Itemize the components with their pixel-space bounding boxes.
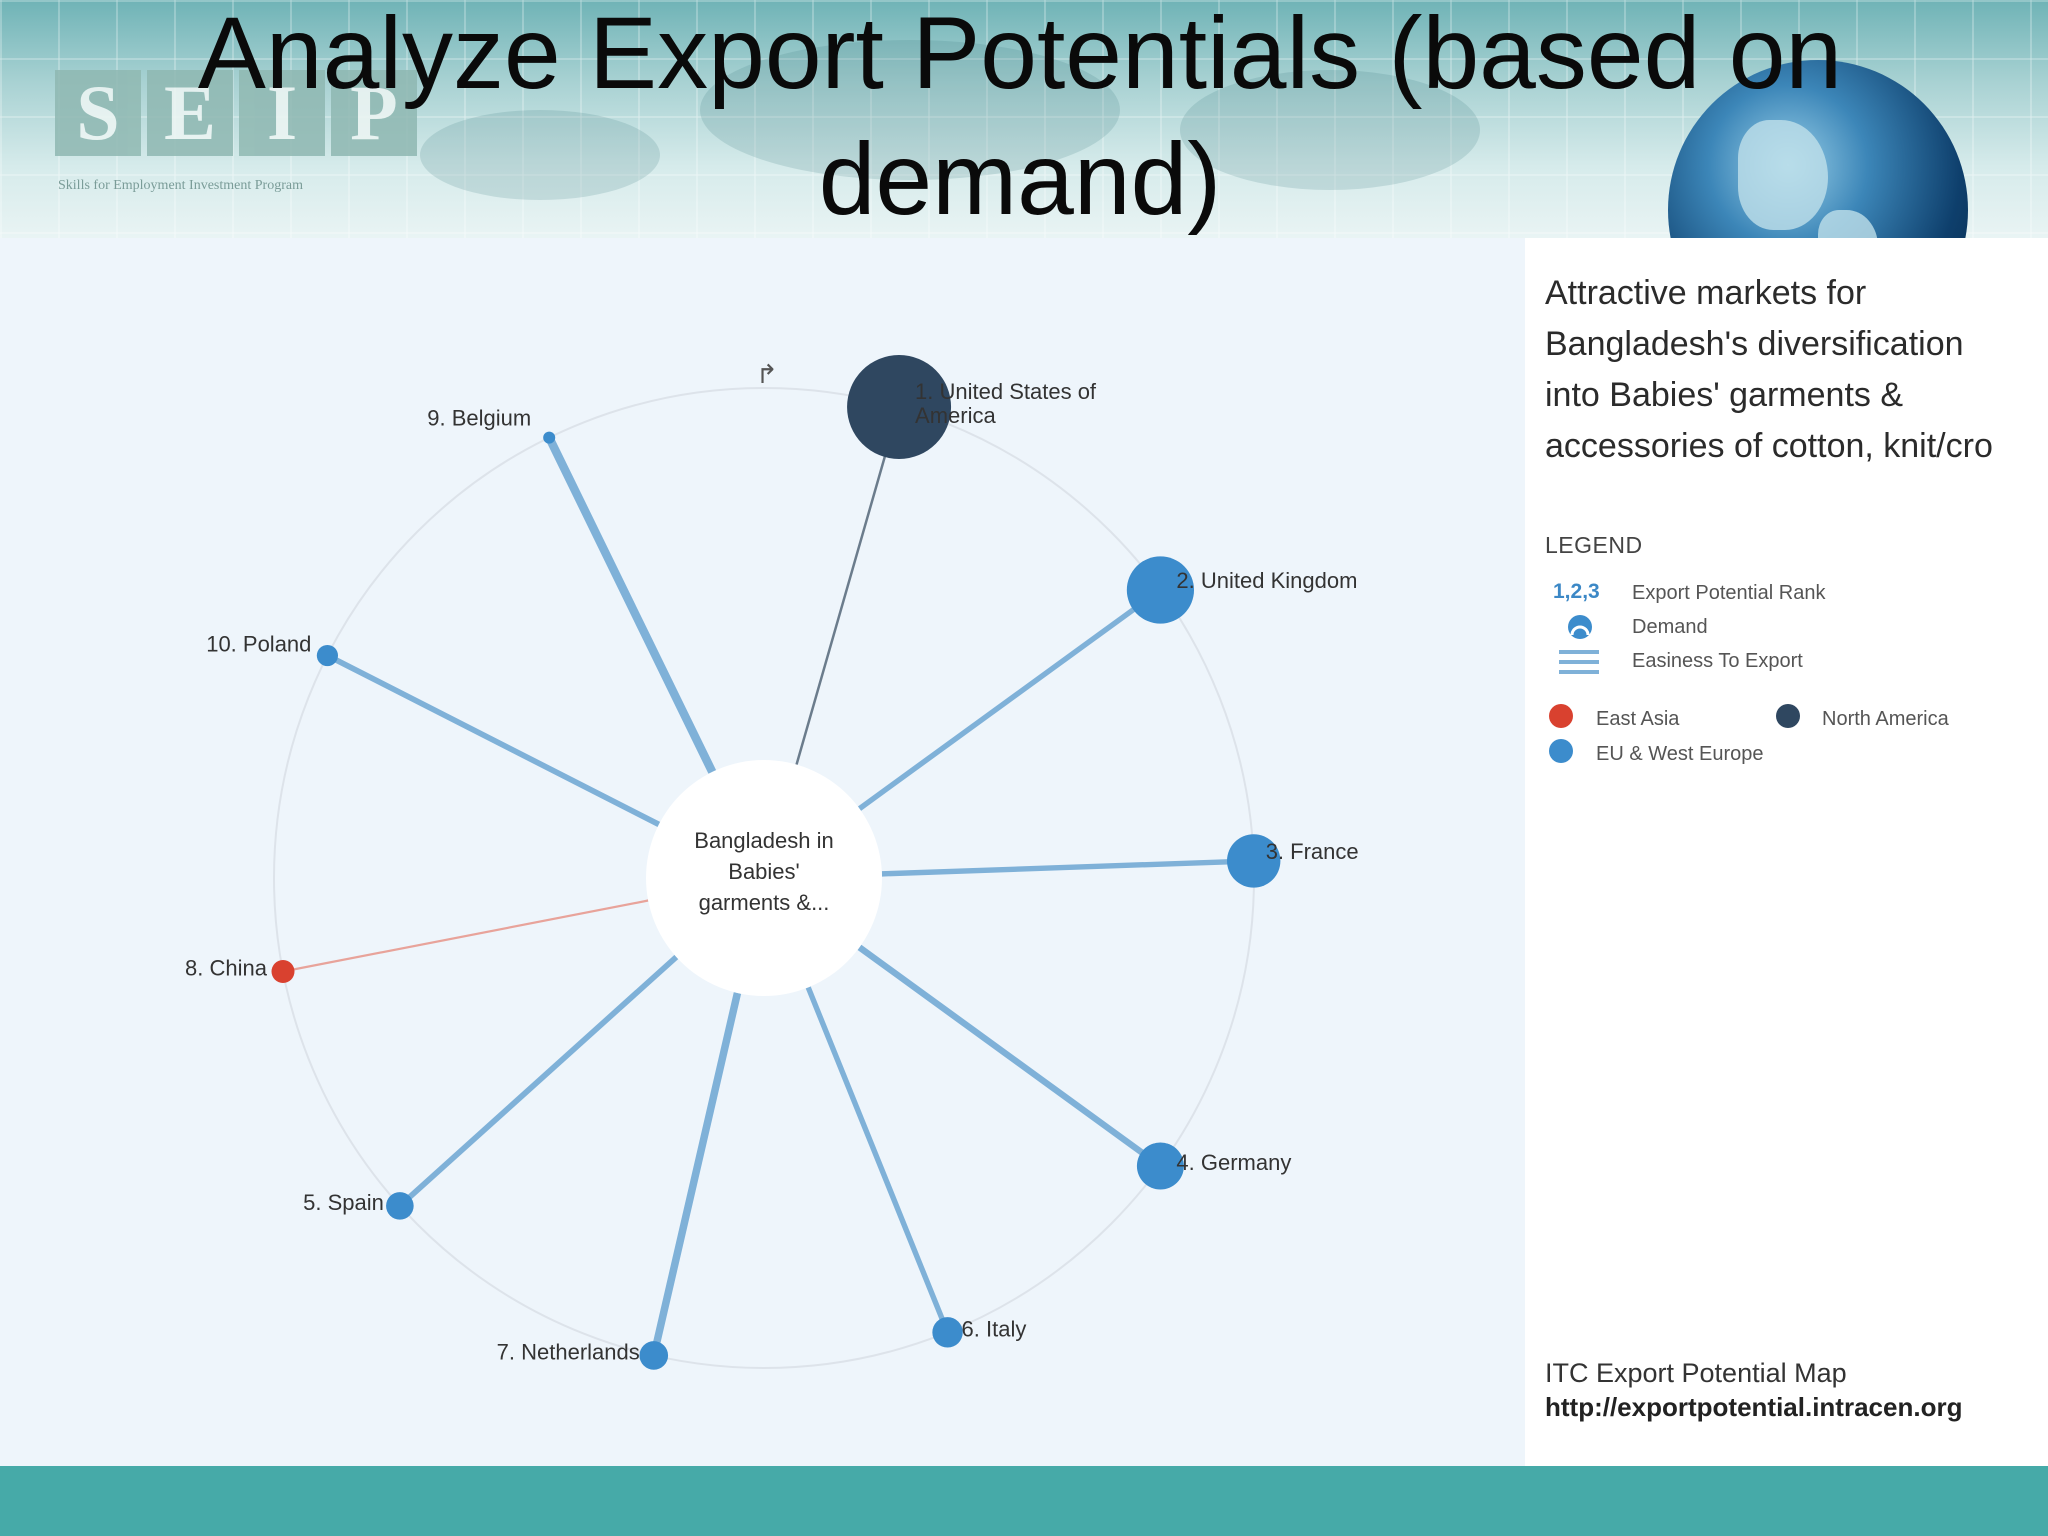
market-label-6: 6. Italy [962, 1316, 1027, 1341]
slide-footer-bar [0, 1466, 2048, 1536]
world-map-shape [420, 110, 660, 200]
market-label-4: 4. Germany [1176, 1150, 1291, 1175]
world-map-shape [700, 40, 1120, 180]
spoke-1 [795, 406, 901, 765]
legend-demand-icon [1568, 615, 1592, 639]
market-node-3[interactable] [1227, 834, 1281, 888]
export-icon[interactable]: ↱ [756, 359, 778, 389]
legend-eu-label: EU & West Europe [1596, 743, 1764, 765]
legend-title: LEGEND [1545, 532, 1643, 558]
source-url[interactable]: http://exportpotential.intracen.org [1545, 1392, 1963, 1422]
spoke-7 [650, 992, 742, 1357]
spoke-10 [326, 653, 661, 827]
world-map-shape [1180, 70, 1480, 190]
market-label-9: 9. Belgium [427, 405, 531, 430]
market-label-10: 10. Poland [206, 631, 311, 656]
chart-heading-line: Bangladesh's diversification [1545, 325, 1964, 363]
spoke-9 [545, 435, 717, 774]
market-node-2[interactable] [1126, 556, 1195, 624]
spoke-6 [805, 986, 951, 1334]
center-label-line: Bangladesh in [694, 828, 833, 853]
spoke-2 [857, 587, 1163, 811]
market-nodes-group [271, 354, 1281, 1370]
market-node-10[interactable] [316, 644, 339, 667]
legend-demand-label: Demand [1632, 616, 1708, 638]
logo-letter: P [331, 70, 417, 156]
legend-north-america-label: North America [1822, 708, 1949, 730]
legend-eu-dot [1549, 739, 1573, 763]
market-node-5[interactable] [386, 1192, 414, 1220]
logo-letter: E [147, 70, 233, 156]
center-label-line: Babies' [728, 859, 799, 884]
spokes-group [273, 387, 1255, 1369]
chart-heading-line: accessories of cotton, knit/cro [1545, 427, 1993, 465]
logo-letter: S [55, 70, 141, 156]
slide-title-line: demand) [818, 122, 1222, 236]
slide-title: Analyze Export Potentials (based on dema… [60, 0, 1980, 238]
market-label-8: 8. China [185, 955, 268, 980]
market-node-7[interactable] [639, 1341, 669, 1370]
market-label-5: 5. Spain [303, 1190, 384, 1215]
legend-east-asia-dot [1549, 704, 1573, 728]
legend-ease-icon [1559, 650, 1599, 674]
market-label-7: 7. Netherlands [497, 1339, 640, 1364]
globe-land-shape [1738, 120, 1828, 230]
legend-rank-label: Export Potential Rank [1632, 582, 1826, 604]
legend-ease-label: Easiness To Export [1632, 650, 1803, 672]
market-label-3: 3. France [1266, 839, 1359, 864]
logo-letter: I [239, 70, 325, 156]
market-node-8[interactable] [271, 959, 295, 983]
chart-heading-line: Attractive markets for [1545, 274, 1867, 312]
legend-north-america-dot [1776, 704, 1800, 728]
source-title: ITC Export Potential Map [1545, 1358, 1847, 1388]
center-label-line: garments &... [699, 890, 830, 915]
legend-east-asia-label: East Asia [1596, 708, 1680, 730]
market-label-2: 2. United Kingdom [1176, 568, 1357, 593]
market-node-1[interactable] [847, 354, 952, 459]
chart-heading-line: into Babies' garments & [1545, 376, 1904, 414]
spoke-3 [881, 858, 1254, 877]
spoke-4 [857, 944, 1163, 1169]
market-node-4[interactable] [1136, 1142, 1184, 1190]
side-panel [1525, 238, 2048, 1466]
slide-title-line: Analyze Export Potentials (based on [197, 0, 1843, 110]
center-node [646, 760, 882, 996]
legend-rank-glyph: 1,2,3 [1553, 580, 1600, 603]
center-label-group: Bangladesh in Babies' garments &... [694, 828, 833, 915]
logo-subtitle: Skills for Employment Investment Program [58, 178, 303, 193]
market-node-6[interactable] [932, 1317, 963, 1348]
spoke-8 [282, 899, 649, 973]
chart-heading: Attractive markets for Bangladesh's dive… [1545, 268, 2048, 472]
spoke-5 [397, 954, 679, 1208]
market-node-9[interactable] [543, 431, 556, 444]
